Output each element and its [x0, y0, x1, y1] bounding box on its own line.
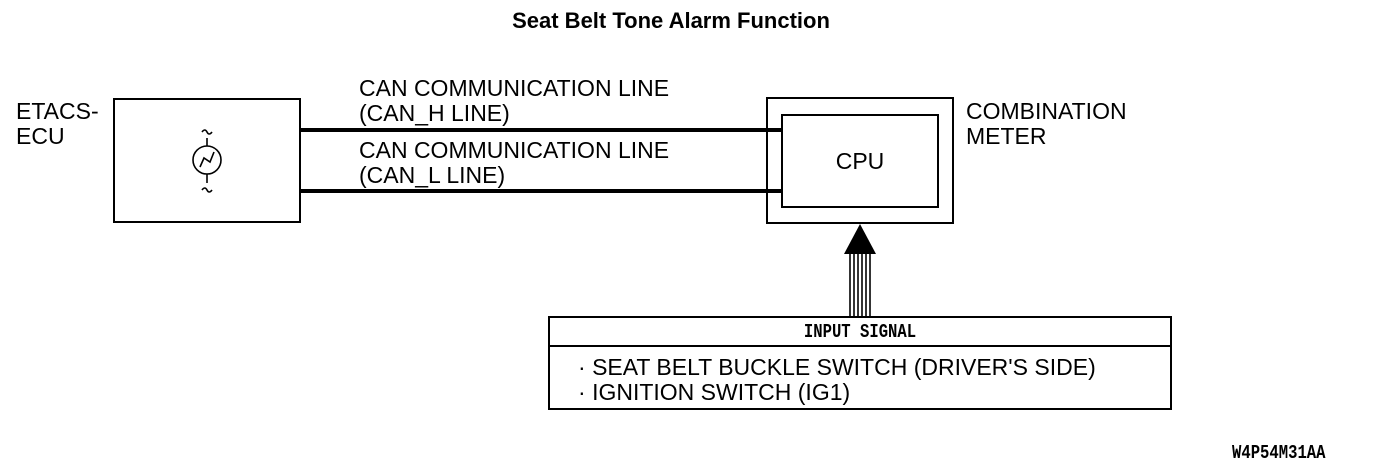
combination-meter-label: COMBINATION METER: [966, 99, 1127, 149]
can-l-label-line2: (CAN_L LINE): [359, 162, 506, 188]
can-l-label: CAN COMMUNICATION LINE (CAN_L LINE): [359, 138, 669, 188]
combination-meter-label-line2: METER: [966, 123, 1047, 149]
can-h-label: CAN COMMUNICATION LINE (CAN_H LINE): [359, 76, 669, 126]
can-l-line: [300, 189, 782, 193]
can-l-label-line1: CAN COMMUNICATION LINE: [359, 137, 670, 163]
bullet-icon: ·: [578, 354, 586, 380]
oscillator-icon: [192, 129, 222, 193]
etacs-ecu-box: [113, 98, 301, 223]
cpu-label: CPU: [835, 148, 885, 174]
can-h-label-line2: (CAN_H LINE): [359, 100, 510, 126]
figure-code: W4P54M31AA: [1232, 442, 1326, 464]
bullet-icon: ·: [578, 379, 586, 405]
input-signal-item: · IGNITION SWITCH (IG1): [578, 380, 850, 405]
input-signal-box: [548, 316, 1172, 410]
can-h-line: [300, 128, 782, 132]
can-h-label-line1: CAN COMMUNICATION LINE: [359, 75, 670, 101]
diagram-title: Seat Belt Tone Alarm Function: [512, 8, 830, 33]
input-signal-item-text: IGNITION SWITCH (IG1): [592, 379, 851, 405]
etacs-ecu-label-line2: ECU: [16, 123, 65, 149]
input-signal-item-text: SEAT BELT BUCKLE SWITCH (DRIVER'S SIDE): [592, 354, 1096, 380]
input-signal-arrow: [844, 224, 876, 317]
input-signal-item: · SEAT BELT BUCKLE SWITCH (DRIVER'S SIDE…: [578, 355, 1096, 380]
etacs-ecu-label-line1: ETACS-: [16, 98, 99, 124]
input-signal-header: INPUT SIGNAL: [803, 321, 917, 343]
etacs-ecu-label: ETACS- ECU: [16, 99, 99, 149]
cpu-box: [781, 114, 939, 208]
combination-meter-label-line1: COMBINATION: [966, 98, 1127, 124]
combination-meter-box: [766, 97, 954, 224]
